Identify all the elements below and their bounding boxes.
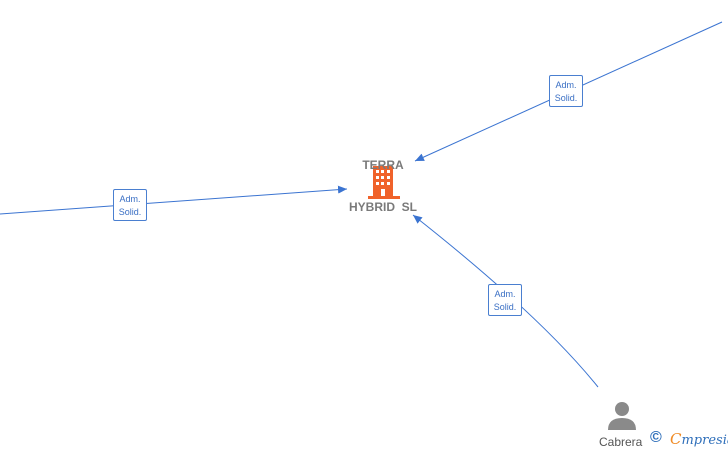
- brand-logo: Cmpresia: [670, 430, 728, 448]
- edge-label-top-right[interactable]: Adm.Solid.: [549, 75, 583, 107]
- edge-label-bottom[interactable]: Adm.Solid.: [488, 284, 522, 316]
- edge-label-left[interactable]: Adm.Solid.: [113, 189, 147, 221]
- copyright-symbol: ©: [650, 429, 662, 446]
- person-icon[interactable]: [608, 402, 636, 430]
- edge-line-bottom: [412, 214, 599, 388]
- edge-line-left: [0, 185, 348, 215]
- person-name[interactable]: Cabrera: [599, 435, 643, 449]
- company-name[interactable]: TERRA HYBRID SL: [348, 158, 417, 214]
- building-icon[interactable]: [368, 166, 400, 199]
